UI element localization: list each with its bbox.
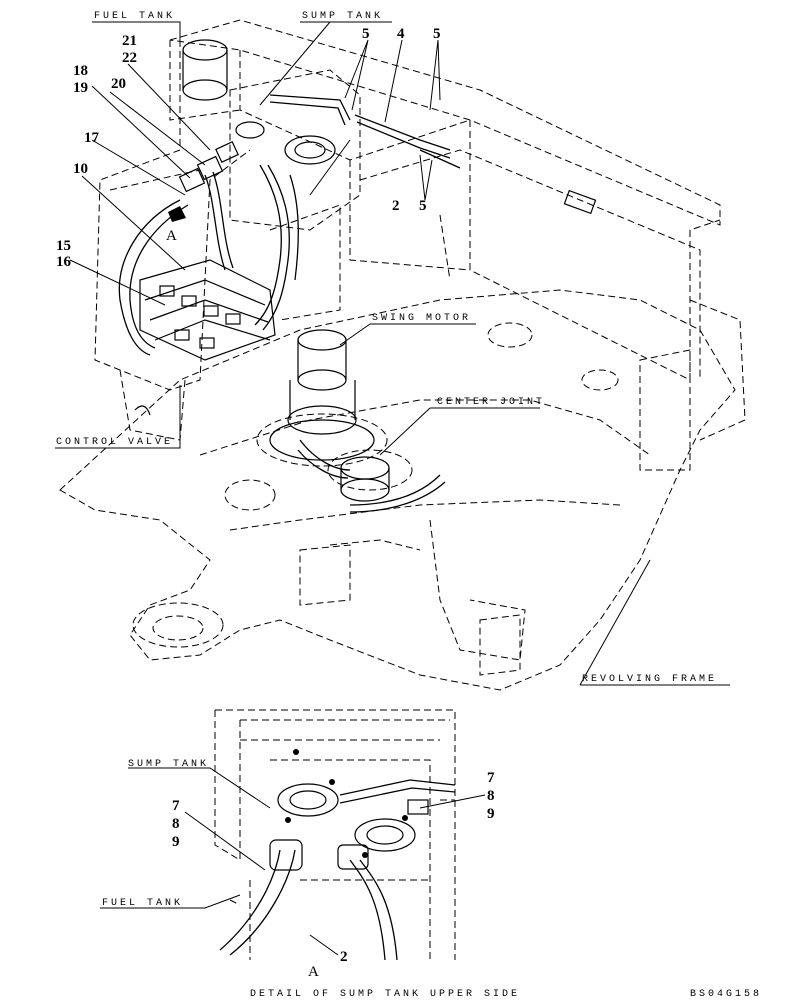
callout-numbers: 21 22 18 19 20 17 10 15 16 5 4 5 2 5 A <box>56 26 441 270</box>
label-center-joint: CENTER JOINT <box>437 397 545 408</box>
detail-callout-7-right: 7 <box>487 770 495 786</box>
callout-5-top: 5 <box>362 26 370 42</box>
callout-4: 4 <box>397 26 405 42</box>
label-control-valve: CONTROL VALVE <box>56 437 173 448</box>
control-valve-body <box>119 259 276 441</box>
callout-5-right: 5 <box>433 26 441 42</box>
label-swing-motor: SWING MOTOR <box>372 313 471 324</box>
sump-tank-block <box>229 69 361 321</box>
main-assembly-view: FUEL TANK SUMP TANK SWING MOTOR CENTER J… <box>55 11 746 691</box>
detail-callout-8-left: 8 <box>172 816 180 832</box>
callout-19: 19 <box>73 80 88 96</box>
label-sump-tank: SUMP TANK <box>302 11 383 22</box>
view-marker-a: A <box>166 228 177 244</box>
detail-callout-9-right: 9 <box>487 806 495 822</box>
detail-label-sump-tank: SUMP TANK <box>128 759 209 770</box>
callout-18: 18 <box>73 63 88 79</box>
callout-16: 16 <box>56 254 72 270</box>
center-joint-body <box>327 449 413 502</box>
detail-callout-9-left: 9 <box>172 834 180 850</box>
callout-2: 2 <box>392 198 400 214</box>
detail-callout-8-right: 8 <box>487 788 495 804</box>
component-labels: FUEL TANK SUMP TANK SWING MOTOR CENTER J… <box>56 11 717 685</box>
detail-labels: SUMP TANK FUEL TANK 7 8 9 7 8 9 2 A DETA… <box>102 759 520 1000</box>
swing-motor-body <box>256 329 388 467</box>
upper-rear-frame <box>169 19 746 441</box>
detail-leader-lines <box>100 767 486 956</box>
detail-tank-ports <box>277 749 416 858</box>
detail-view-a: SUMP TANK FUEL TANK 7 8 9 7 8 9 2 A DETA… <box>100 709 520 1000</box>
callout-15: 15 <box>56 238 71 254</box>
detail-view-letter: A <box>308 964 319 980</box>
callout-20: 20 <box>111 76 126 92</box>
callout-5-bottom: 5 <box>419 198 427 214</box>
callout-10: 10 <box>73 161 88 177</box>
label-fuel-tank: FUEL TANK <box>94 11 175 22</box>
callout-22: 22 <box>122 50 137 66</box>
hydraulic-hoses <box>118 94 461 513</box>
drawing-number: BS04G158 <box>690 989 762 1000</box>
detail-label-fuel-tank: FUEL TANK <box>102 898 183 909</box>
detail-frame-outline <box>214 709 456 960</box>
label-revolving-frame: REVOLVING FRAME <box>582 674 717 685</box>
detail-caption: DETAIL OF SUMP TANK UPPER SIDE <box>250 989 520 1000</box>
callout-17: 17 <box>84 130 100 146</box>
detail-callout-7-left: 7 <box>172 798 180 814</box>
detail-hoses <box>219 779 456 961</box>
revolving-frame-outline <box>59 289 736 691</box>
callout-21: 21 <box>122 33 137 49</box>
fuel-tank-block <box>94 39 251 391</box>
leader-lines <box>55 21 730 686</box>
detail-callout-2: 2 <box>340 949 348 965</box>
